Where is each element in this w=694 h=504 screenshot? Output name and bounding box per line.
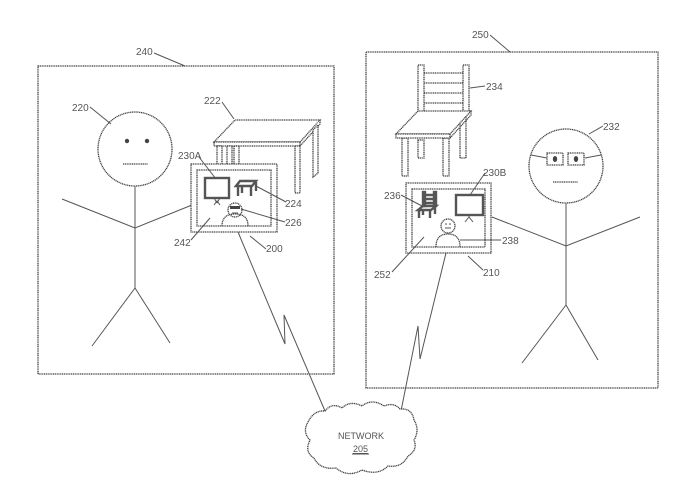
device-200: 230A 224 226 242 200: [174, 151, 302, 255]
leader-220: [89, 106, 112, 125]
label-242: 242: [174, 238, 191, 249]
presentation-screen-230a: [203, 176, 231, 200]
presentation-screen-230b: [454, 193, 485, 217]
chair-seat-side: [449, 111, 472, 139]
avatar-226-glasses: [230, 206, 240, 209]
leader-252: [391, 236, 425, 273]
person-232-head: [528, 128, 604, 204]
chair-icon-236-seat: [414, 204, 440, 212]
avatar-238-eye-left: [445, 223, 447, 225]
screen-stand-230b: [464, 215, 474, 223]
link-200-to-network: [237, 231, 326, 412]
chair-leg-1: [401, 137, 409, 177]
person-220-arms: [61, 198, 193, 229]
person-232-arms: [491, 216, 641, 247]
chair-seat-edge: [395, 133, 451, 139]
leader-222: [221, 101, 235, 120]
location-240-box: [37, 65, 335, 375]
chair-back-post-right: [462, 64, 470, 114]
network-cloud-205: NETWORK 205: [304, 401, 418, 475]
person-232: 232: [491, 122, 641, 364]
label-250: 250: [472, 30, 489, 41]
chair-icon-236-post2: [432, 190, 438, 208]
chair-icon-236-post: [421, 190, 427, 208]
table-leg-3: [233, 145, 240, 167]
leader-230b: [469, 172, 486, 196]
label-252: 252: [374, 270, 391, 281]
label-230b: 230B: [483, 168, 507, 179]
person-232-eye-right: [573, 156, 579, 162]
leader-236: [400, 194, 423, 207]
chair-icon-236-slats: [425, 193, 434, 205]
label-240: 240: [136, 47, 153, 58]
person-220-eye-right: [144, 138, 150, 144]
leader-210: [467, 255, 484, 271]
leader-240: [153, 52, 186, 67]
leader-230a: [198, 156, 217, 180]
avatar-226-body: [221, 213, 249, 227]
person-220-eye-left: [124, 138, 130, 144]
chair-leg-3: [442, 137, 450, 177]
avatar-238-body: [435, 233, 461, 248]
network-label: NETWORK: [338, 431, 384, 441]
label-232: 232: [603, 122, 620, 133]
link-210-to-network: [398, 252, 447, 422]
avatar-238-eye-right: [449, 223, 451, 225]
leader-200: [249, 235, 267, 250]
person-220: 220: [61, 103, 193, 347]
label-230a: 230A: [178, 151, 202, 162]
label-224: 224: [285, 199, 302, 210]
chair-icon-236-legs: [417, 207, 437, 218]
table-leg-4: [294, 145, 301, 194]
leader-234: [469, 85, 486, 89]
label-200: 200: [266, 244, 283, 255]
leader-226: [240, 208, 286, 223]
leader-242: [190, 217, 211, 241]
person-232-eye-left: [552, 156, 558, 162]
table-leg-5: [312, 123, 319, 179]
table-icon-224-legs: [236, 182, 258, 196]
glasses-lens-right: [567, 152, 585, 166]
chair-back-slats: [424, 72, 463, 104]
location-240: 240: [37, 47, 335, 375]
glasses-lens-left: [546, 152, 564, 166]
label-220: 220: [72, 103, 89, 114]
device-210-display: [411, 188, 486, 248]
leader-250: [489, 34, 511, 53]
label-238: 238: [502, 236, 519, 247]
leader-224: [255, 185, 287, 203]
table-side: [299, 120, 321, 147]
table-edge: [213, 141, 301, 147]
label-210: 210: [483, 268, 500, 279]
cloud-outline: [304, 401, 418, 475]
table-icon-224-top: [233, 179, 259, 188]
location-250-box: [365, 51, 659, 389]
device-200-display: [196, 169, 272, 227]
person-232-legs: [521, 304, 599, 364]
table-top: [212, 119, 322, 143]
location-250: 250: [365, 30, 659, 389]
glasses-arms: [530, 154, 602, 159]
screen-stand-230a: [213, 197, 221, 206]
label-226: 226: [285, 218, 302, 229]
chair-leg-2: [417, 139, 425, 159]
table-222: 222: [204, 96, 322, 194]
chair-234: 234: [394, 64, 503, 177]
chair-back-post-left: [417, 64, 425, 114]
avatar-238-head: [440, 218, 456, 234]
network-number: 205: [353, 444, 368, 454]
label-222: 222: [204, 96, 221, 107]
label-236: 236: [384, 191, 401, 202]
leader-232: [588, 125, 604, 135]
person-220-legs: [91, 287, 171, 347]
device-210: 236 230B 238 252 210: [374, 168, 519, 281]
label-234: 234: [486, 82, 503, 93]
